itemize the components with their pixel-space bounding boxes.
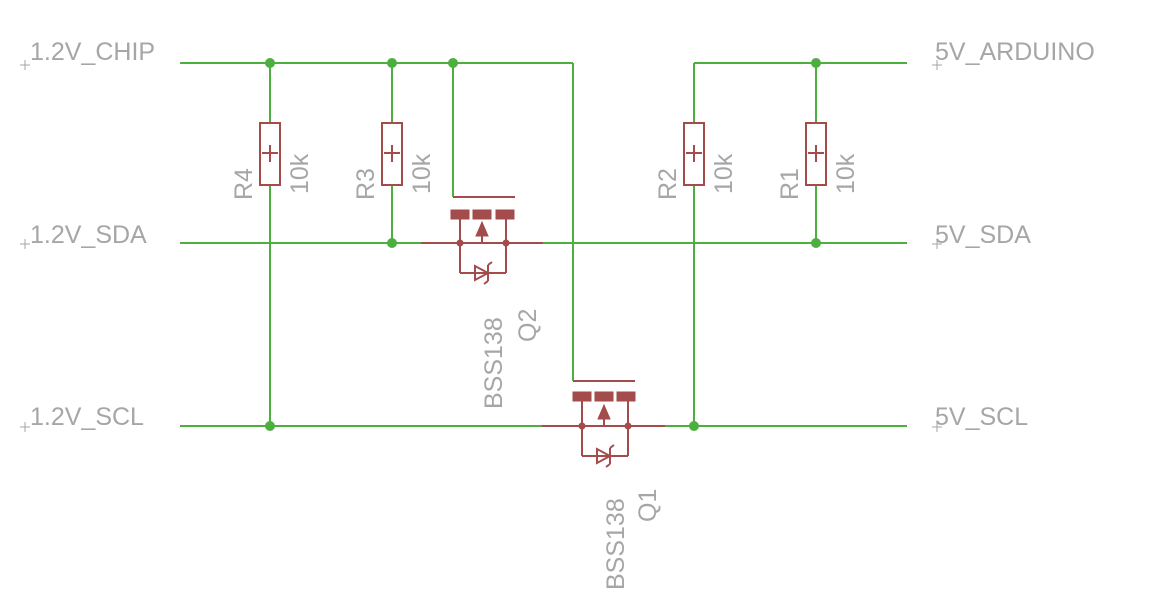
junction-dot	[689, 421, 699, 431]
net-label-1v2-chip: 1.2V_CHIP	[30, 38, 155, 66]
junction-dot	[448, 58, 458, 68]
transistor-q2: BSS138 Q2	[421, 196, 543, 409]
cross-marker	[20, 60, 942, 432]
wires	[180, 62, 907, 427]
transistor-name: Q2	[514, 309, 542, 342]
transistor-q1: BSS138 Q1	[542, 380, 665, 590]
net-label-5v-sda: 5V_SDA	[935, 221, 1031, 249]
net-label-5v-scl: 5V_SCL	[935, 403, 1028, 431]
net-label-1v2-sda: 1.2V_SDA	[30, 221, 147, 249]
junction-dot	[811, 58, 821, 68]
net-label-5v-arduino: 5V_ARDUINO	[935, 38, 1095, 66]
junction-dot	[265, 58, 275, 68]
resistor-value: 10k	[286, 153, 314, 194]
junction-dot	[265, 421, 275, 431]
junction-dot	[387, 58, 397, 68]
transistor-part: BSS138	[480, 317, 508, 409]
junction-dot	[387, 238, 397, 248]
resistor-r4: R4 10k	[230, 122, 314, 200]
resistor-name: R1	[776, 168, 804, 200]
net-labels: 1.2V_CHIP 1.2V_SDA 1.2V_SCL 5V_ARDUINO 5…	[20, 38, 1095, 432]
resistor-r2: R2 10k	[654, 122, 738, 200]
junction-dot	[811, 238, 821, 248]
transistor-name: Q1	[634, 489, 662, 522]
resistor-value: 10k	[832, 153, 860, 194]
net-label-1v2-scl: 1.2V_SCL	[30, 403, 144, 431]
resistor-r1: R1 10k	[776, 122, 860, 200]
resistor-name: R3	[352, 168, 380, 200]
resistor-value: 10k	[408, 153, 436, 194]
junctions	[265, 58, 821, 431]
resistor-name: R2	[654, 168, 682, 200]
resistor-r3: R3 10k	[352, 122, 436, 200]
resistor-value: 10k	[710, 153, 738, 194]
transistor-part: BSS138	[602, 498, 630, 590]
resistor-name: R4	[230, 168, 258, 200]
